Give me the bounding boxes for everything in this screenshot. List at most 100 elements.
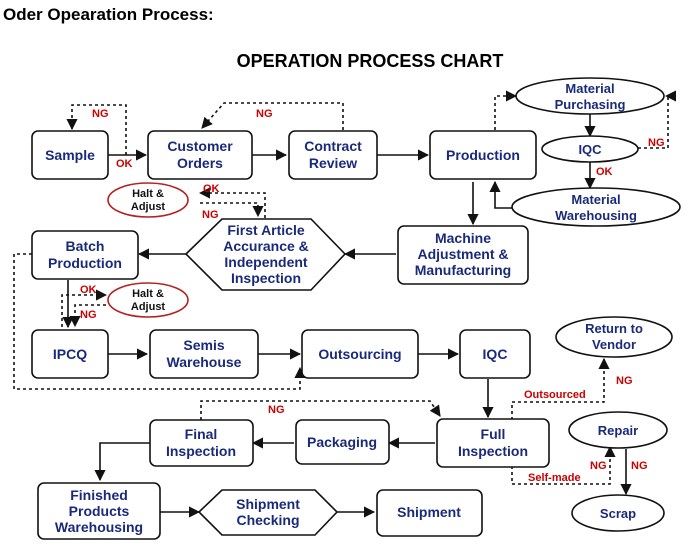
label-contract-review-2: Review — [309, 155, 357, 171]
node-halt-adjust-1 — [107, 182, 189, 218]
label-halt-1-1: Halt & — [132, 188, 164, 200]
node-first-article — [184, 218, 347, 291]
label-first-article-2: Accurance & — [223, 238, 309, 254]
chart-title: OPERATION PROCESS CHART — [237, 51, 504, 71]
edge-label-fa-ok: OK — [203, 183, 220, 195]
label-machine-1: Machine — [435, 230, 491, 246]
node-halt-adjust-2 — [107, 282, 189, 318]
label-batch-1: Batch — [66, 238, 105, 254]
nodes — [31, 77, 681, 540]
label-customer-orders-1: Customer — [167, 138, 233, 154]
edge-halt-to-first-article — [200, 202, 264, 218]
node-packaging — [295, 419, 390, 465]
node-shipment — [376, 489, 483, 537]
edge-label-self-made: Self-made — [528, 472, 581, 484]
edge-first-article-to-halt — [198, 187, 266, 218]
label-machine-2: Adjustment & — [418, 246, 509, 262]
label-return-1: Return to — [585, 321, 643, 336]
edge-label-final-ng: NG — [268, 404, 285, 416]
node-full-inspection — [436, 418, 550, 468]
edge-warehousing-to-production — [489, 180, 514, 209]
label-sample: Sample — [45, 147, 95, 163]
edge-label-iqc-ok: OK — [596, 166, 613, 178]
label-iqc-top: IQC — [578, 142, 602, 157]
node-scrap — [571, 494, 665, 532]
label-final-2: Inspection — [166, 443, 236, 459]
connectors — [13, 90, 677, 518]
label-full-1: Full — [481, 426, 506, 442]
node-material-warehousing — [511, 187, 681, 227]
edge-label-repair-ng-2: NG — [631, 460, 648, 472]
node-return-to-vendor — [555, 316, 673, 358]
edge-label-ipcq-ng: NG — [80, 309, 97, 321]
edge-contract-ng-loop — [201, 102, 344, 130]
node-labels: Sample Customer Orders Contract Review P… — [45, 81, 643, 535]
node-contract-review — [288, 130, 378, 180]
label-repair: Repair — [598, 423, 638, 438]
node-machine-adjustment — [397, 225, 529, 285]
label-final-1: Final — [185, 426, 218, 442]
label-finished-1: Finished — [70, 487, 128, 503]
node-ipcq — [31, 329, 109, 379]
node-shipment-checking — [197, 489, 339, 536]
label-batch-2: Production — [48, 255, 122, 271]
label-first-article-1: First Article — [227, 222, 304, 238]
node-final-inspection — [149, 419, 254, 467]
edge-full-to-return-vendor — [511, 357, 610, 420]
node-repair — [568, 411, 668, 449]
label-halt-1-2: Adjust — [131, 201, 166, 213]
label-finished-2: Products — [69, 503, 130, 519]
edge-final-ng-loop — [200, 400, 441, 420]
label-checking-2: Checking — [236, 512, 299, 528]
label-iqc-mid: IQC — [483, 346, 508, 362]
edge-halt-to-ipcq — [69, 304, 106, 328]
edge-full-to-repair — [511, 445, 616, 485]
label-packaging: Packaging — [307, 434, 377, 450]
edge-label-contract-ng: NG — [256, 108, 273, 120]
edge-final-to-finished — [94, 442, 150, 482]
label-material-warehousing-1: Material — [571, 192, 620, 207]
edge-ipcq-to-halt — [61, 289, 108, 327]
edge-production-to-purchasing — [494, 90, 518, 130]
node-finished-products — [37, 482, 161, 540]
node-sample — [31, 130, 109, 180]
label-halt-2-1: Halt & — [132, 288, 164, 300]
label-semis-1: Semis — [183, 337, 224, 353]
label-material-warehousing-2: Warehousing — [555, 208, 637, 223]
label-outsourcing: Outsourcing — [318, 346, 401, 362]
label-first-article-4: Inspection — [231, 270, 301, 286]
label-contract-review-1: Contract — [304, 138, 362, 154]
label-shipment: Shipment — [397, 504, 461, 520]
node-outsourcing — [301, 329, 419, 379]
label-production: Production — [446, 147, 520, 163]
edge-label-repair-ng-1: NG — [590, 460, 607, 472]
node-material-purchasing — [515, 77, 665, 115]
node-semis-warehouse — [149, 329, 259, 379]
edge-label-ipcq-ok: OK — [80, 284, 97, 296]
node-iqc-top — [541, 135, 639, 163]
node-customer-orders — [147, 130, 253, 180]
label-customer-orders-2: Orders — [177, 155, 223, 171]
page-heading: Oder Opearation Process: — [3, 5, 214, 24]
edge-iqc-ng-loop — [638, 90, 677, 149]
label-semis-2: Warehouse — [167, 354, 242, 370]
label-machine-3: Manufacturing — [415, 262, 511, 278]
label-ipcq: IPCQ — [53, 346, 87, 362]
edge-labels: NG OK NG NG OK OK NG OK NG NG Outsourced… — [80, 108, 665, 484]
node-batch-production — [31, 230, 139, 280]
label-checking-1: Shipment — [236, 496, 300, 512]
edge-label-sample-ok: OK — [116, 158, 133, 170]
label-full-2: Inspection — [458, 443, 528, 459]
edge-batch-to-outsourcing-dotted — [13, 253, 306, 390]
edge-label-sample-ng: NG — [92, 108, 109, 120]
label-first-article-3: Independent — [224, 254, 308, 270]
edge-sample-ng-loop — [66, 104, 127, 155]
edge-label-return-ng: NG — [616, 375, 633, 387]
label-finished-3: Warehousing — [55, 519, 143, 535]
node-iqc-mid — [459, 329, 531, 379]
label-scrap: Scrap — [600, 506, 636, 521]
edge-label-outsourced: Outsourced — [524, 389, 586, 401]
label-halt-2-2: Adjust — [131, 301, 166, 313]
label-material-purchasing-2: Purchasing — [555, 97, 626, 112]
